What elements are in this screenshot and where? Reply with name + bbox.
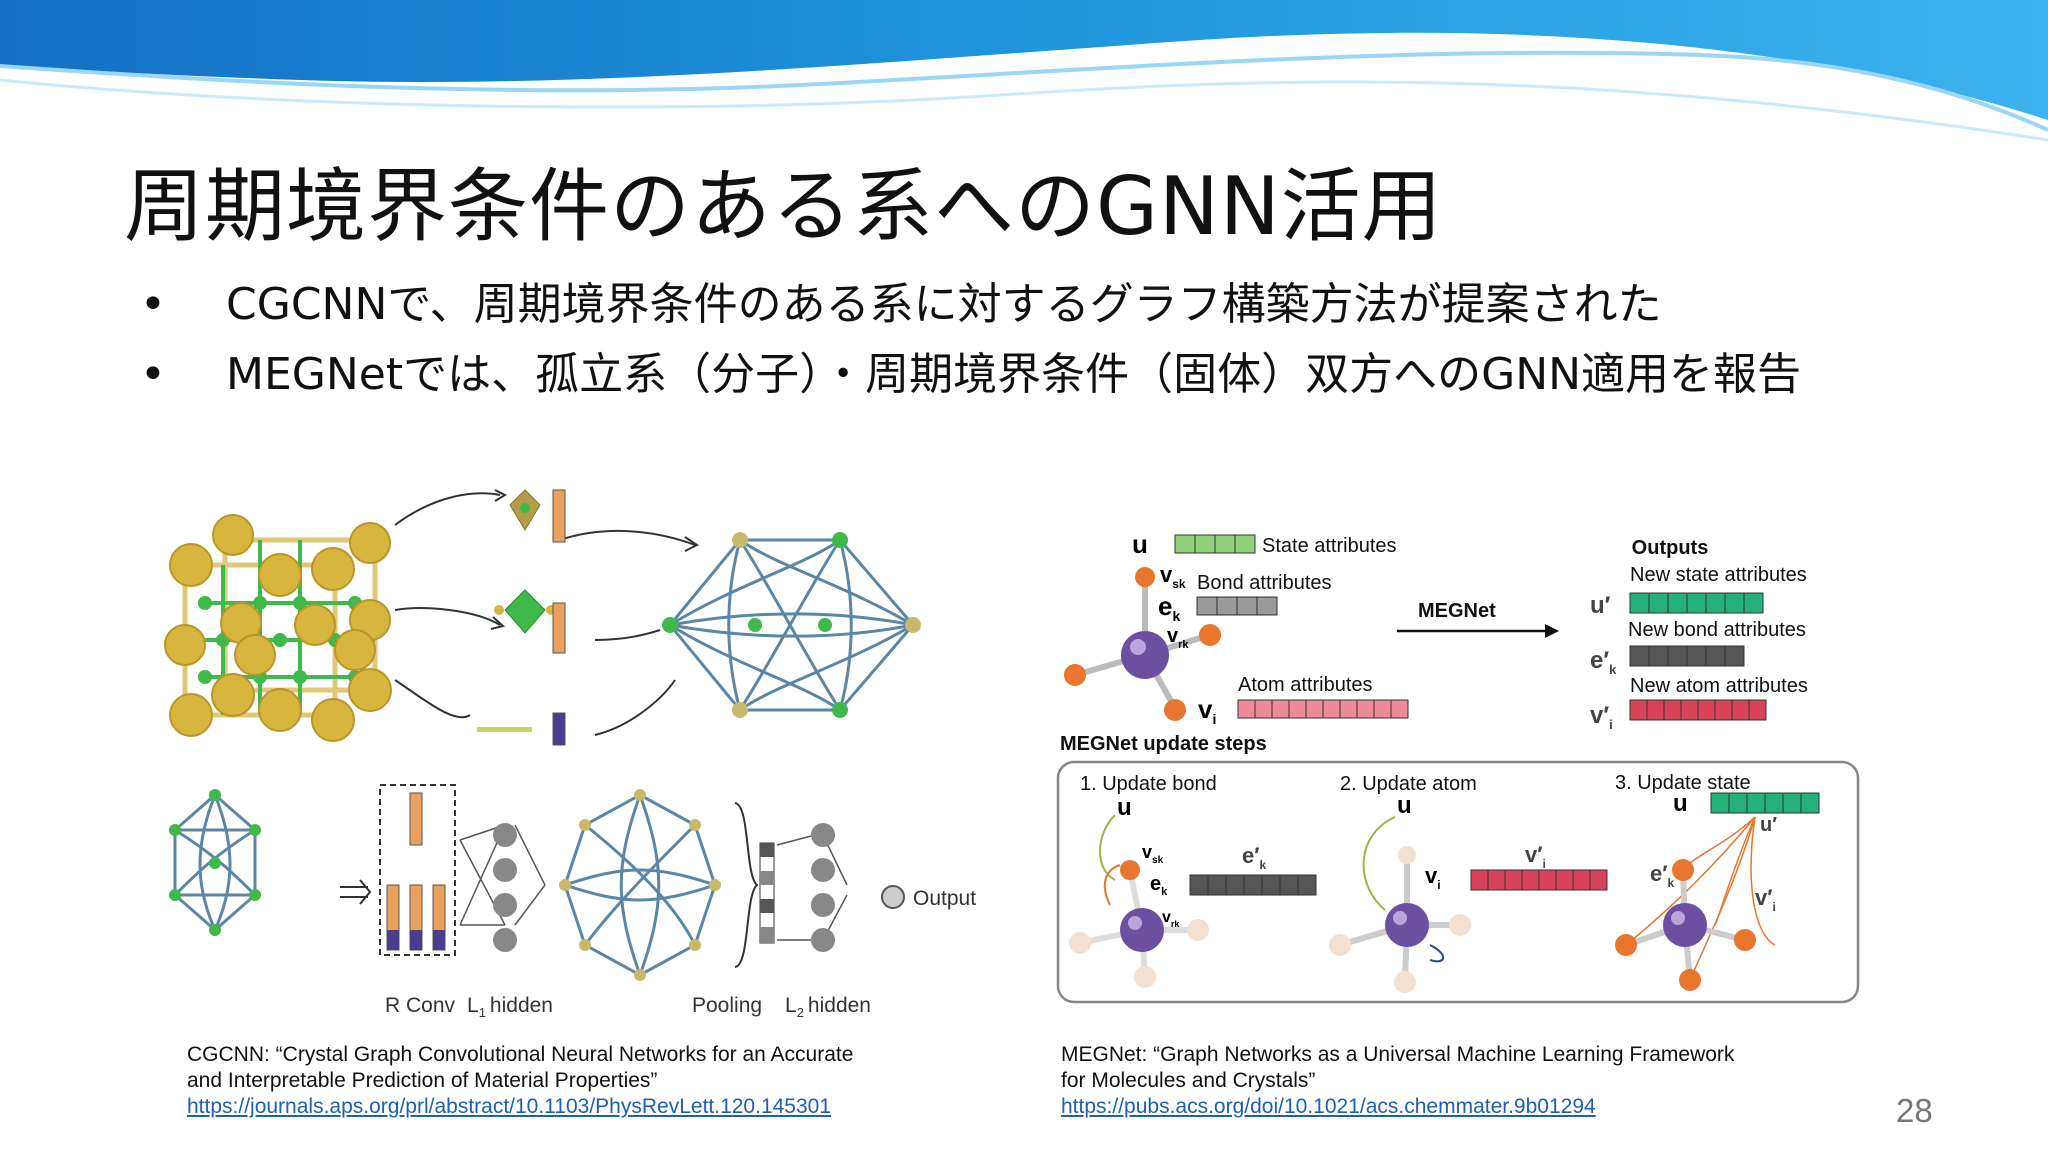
step2-label: 2. Update atom xyxy=(1340,773,1477,795)
step2-molecule xyxy=(1329,816,1471,993)
state-attributes-label: State attributes xyxy=(1262,535,1397,557)
header-wave xyxy=(0,0,2048,142)
l1-hidden-layer xyxy=(459,823,546,952)
new-bond-label: New bond attributes xyxy=(1628,619,1806,641)
r-conv-label: R Conv xyxy=(385,994,456,1017)
step2-u: u xyxy=(1397,792,1412,819)
step2-atom-bar xyxy=(1470,869,1608,891)
step3-ek-prime: e′k xyxy=(1650,861,1675,890)
step2-vi-prime: v′i xyxy=(1525,842,1546,871)
flow-arrows xyxy=(394,489,699,736)
step3-label: 3. Update state xyxy=(1615,772,1751,794)
cgcnn-reference-link[interactable]: https://journals.aps.org/prl/abstract/10… xyxy=(187,1095,832,1118)
bullet-item: • CGCNNで、周期境界条件のある系に対するグラフ構築方法が提案された xyxy=(140,270,1801,340)
megnet-reference: MEGNet: “Graph Networks as a Universal M… xyxy=(1061,1042,1734,1120)
u-prime-label: u′ xyxy=(1590,592,1611,619)
state-attributes-bar xyxy=(1174,534,1256,554)
outputs-title: Outputs xyxy=(1632,537,1709,559)
ek-label: ek xyxy=(1158,591,1180,624)
update-steps-panel xyxy=(1056,760,1860,1004)
vi-label: vi xyxy=(1198,694,1216,727)
cgcnn-reference: CGCNN: “Crystal Graph Convolutional Neur… xyxy=(187,1042,853,1120)
bullet-text: MEGNetでは、孤立系（分子）・周期境界条件（固体）双方へのGNN適用を報告 xyxy=(226,349,1802,400)
step1-ek-prime: e′k xyxy=(1242,843,1267,872)
cgcnn-reference-line1: CGCNN: “Crystal Graph Convolutional Neur… xyxy=(187,1043,854,1066)
pooling-vector xyxy=(759,842,775,944)
step3-vi-prime: v′i xyxy=(1755,885,1776,914)
conv-graph xyxy=(563,793,717,977)
r-conv-block xyxy=(379,784,456,956)
step1-bond-bar xyxy=(1189,874,1317,896)
update-steps-title: MEGNet update steps xyxy=(1060,733,1267,755)
step1-label: 1. Update bond xyxy=(1080,773,1217,795)
step3-state-bar xyxy=(1710,792,1820,814)
polyhedron-icons xyxy=(477,489,556,732)
new-state-bar xyxy=(1629,592,1764,614)
ek-prime-label: e′k xyxy=(1590,647,1617,677)
bullet-item: • MEGNetでは、孤立系（分子）・周期境界条件（固体）双方へのGNN適用を報… xyxy=(140,340,1801,410)
graph-nodes-top xyxy=(662,532,921,718)
step1-ek: ek xyxy=(1150,873,1168,898)
bullet-dot: • xyxy=(140,279,166,330)
step3-molecule xyxy=(1615,816,1776,991)
l2-hidden-layer xyxy=(776,823,848,952)
crystal-structure-image xyxy=(164,514,392,742)
step3-u-prime: u′ xyxy=(1760,814,1777,836)
step2-vi: vi xyxy=(1425,863,1441,892)
vsk-label: vsk xyxy=(1160,562,1186,591)
output-node xyxy=(881,885,905,909)
megnet-reference-line1: MEGNet: “Graph Networks as a Universal M… xyxy=(1061,1043,1735,1066)
output-label: Output xyxy=(913,887,976,910)
bullet-dot: • xyxy=(140,349,166,400)
bond-attributes-bar xyxy=(1196,596,1278,616)
new-atom-bar xyxy=(1629,699,1767,721)
megnet-arrow xyxy=(1397,624,1559,638)
vrk-label: vrk xyxy=(1167,625,1189,651)
megnet-arrow-label: MEGNet xyxy=(1418,600,1496,622)
new-bond-bar xyxy=(1629,645,1745,667)
pooling-label: Pooling xyxy=(692,994,762,1017)
bond-attributes-label: Bond attributes xyxy=(1197,572,1332,594)
feature-vectors xyxy=(552,489,566,746)
input-molecule xyxy=(1064,567,1221,721)
step1-molecule xyxy=(1069,814,1209,988)
step1-u: u xyxy=(1117,794,1132,821)
slide-title: 周期境界条件のある系へのGNN活用 xyxy=(124,160,1443,253)
megnet-reference-line2: for Molecules and Crystals” xyxy=(1061,1069,1316,1092)
u-label: u xyxy=(1132,529,1148,559)
vi-prime-label: v′i xyxy=(1590,702,1613,732)
atom-attributes-label: Atom attributes xyxy=(1238,674,1373,696)
atom-attributes-bar xyxy=(1237,699,1409,719)
crystal-graph-top xyxy=(668,538,915,712)
step1-vrk: vrk xyxy=(1162,909,1180,929)
step3-u: u xyxy=(1673,790,1688,817)
megnet-figure: u State attributes vsk Bond attributes e… xyxy=(1055,525,1865,1010)
new-atom-label: New atom attributes xyxy=(1630,675,1808,697)
cgcnn-reference-line2: and Interpretable Prediction of Material… xyxy=(187,1069,658,1092)
megnet-reference-link[interactable]: https://pubs.acs.org/doi/10.1021/acs.che… xyxy=(1061,1095,1596,1118)
step1-vsk: vsk xyxy=(1142,842,1164,866)
new-state-label: New state attributes xyxy=(1630,564,1807,586)
bullet-text: CGCNNで、周期境界条件のある系に対するグラフ構築方法が提案された xyxy=(226,279,1662,330)
page-number: 28 xyxy=(1896,1092,1933,1129)
bullet-list: • CGCNNで、周期境界条件のある系に対するグラフ構築方法が提案された • M… xyxy=(140,270,1801,410)
